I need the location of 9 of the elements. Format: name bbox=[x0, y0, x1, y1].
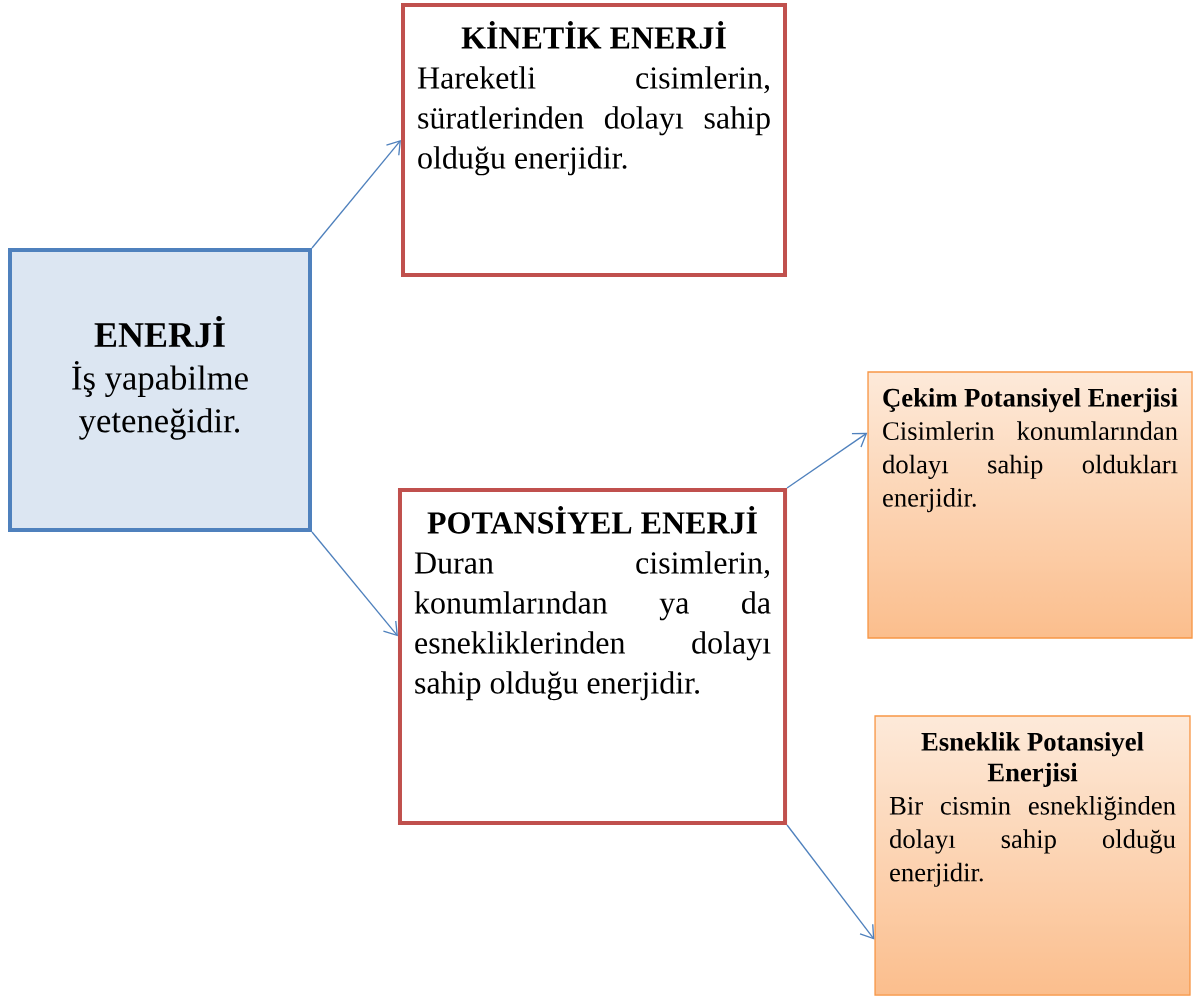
subtype-box: Çekim Potansiyel Enerjisi Cisimlerin konumlarından dolayı sahip oldukları enerjidir. bbox=[867, 371, 1193, 639]
concept-box: ENERJİ İş yapabilme yeteneğidir. bbox=[8, 248, 312, 532]
arrow bbox=[786, 824, 875, 940]
arrow bbox=[311, 531, 398, 637]
arrow bbox=[786, 432, 868, 489]
concept-box: POTANSİYEL ENERJİ Duran cisimlerin, konumlarından ya da esnekliklerinden dolayı sahip olduğu enerjidir. bbox=[398, 487, 788, 826]
arrow bbox=[311, 140, 401, 249]
concept-box: KİNETİK ENERJİ Hareketli cisimlerin, süratlerinden dolayı sahip olduğu enerjidir. bbox=[401, 3, 787, 277]
subtype-box: Esneklik Potansiyel Enerjisi Bir cismin esnekliğinden dolayı sahip olduğu enerjidir. bbox=[874, 715, 1191, 996]
